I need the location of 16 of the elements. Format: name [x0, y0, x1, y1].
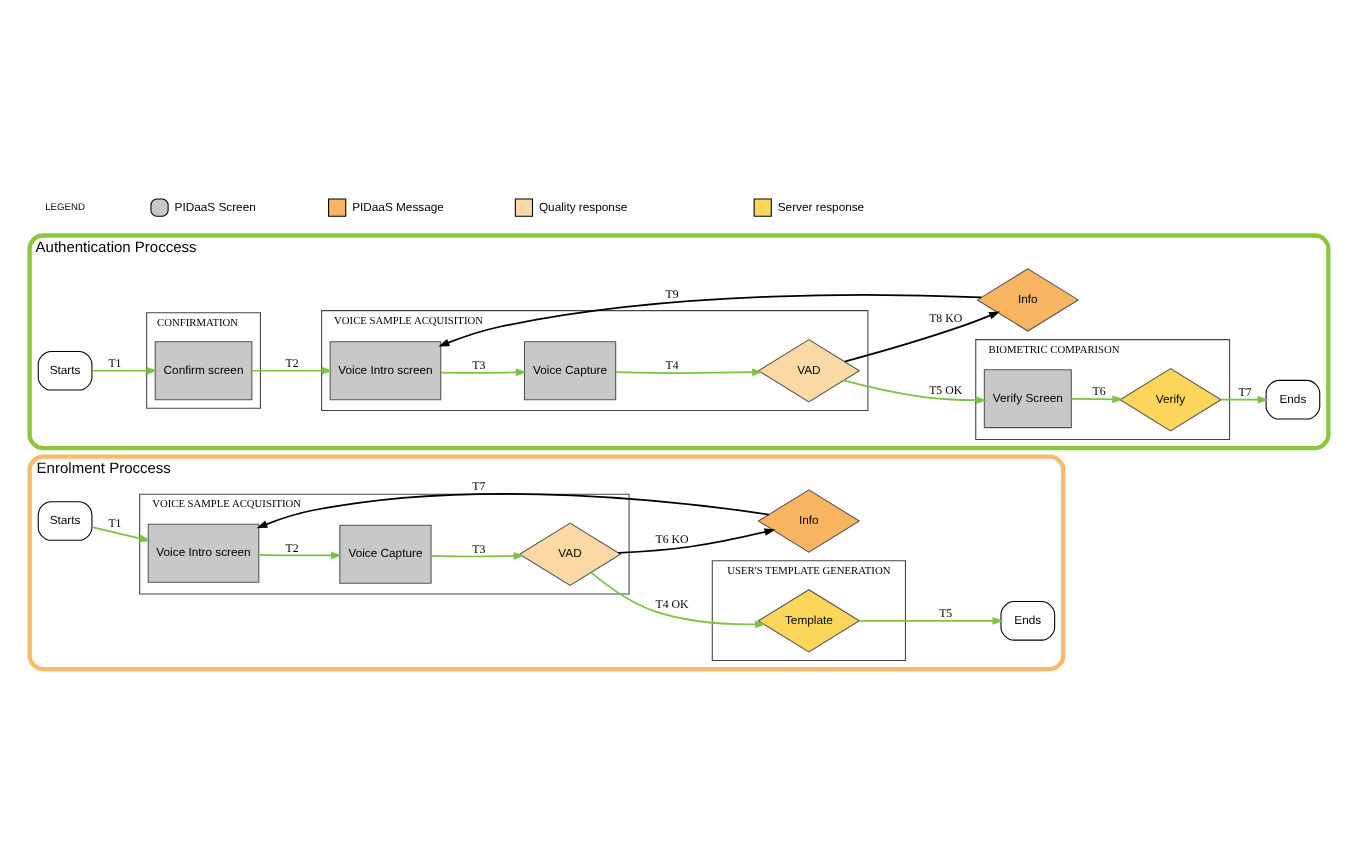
arrow	[438, 293, 983, 346]
arrow	[91, 365, 158, 374]
arrow	[1070, 394, 1124, 403]
arrow	[440, 367, 527, 376]
arrow	[615, 367, 764, 376]
arrow	[256, 492, 770, 528]
arrow	[1220, 394, 1269, 403]
arrow	[858, 615, 1004, 624]
arrow	[251, 365, 333, 374]
arrow	[258, 550, 343, 559]
arrow	[842, 378, 987, 403]
arrow	[843, 310, 1001, 362]
arrow	[590, 570, 767, 628]
arrow	[91, 525, 151, 542]
arrow	[430, 551, 525, 559]
arrow	[617, 527, 776, 553]
